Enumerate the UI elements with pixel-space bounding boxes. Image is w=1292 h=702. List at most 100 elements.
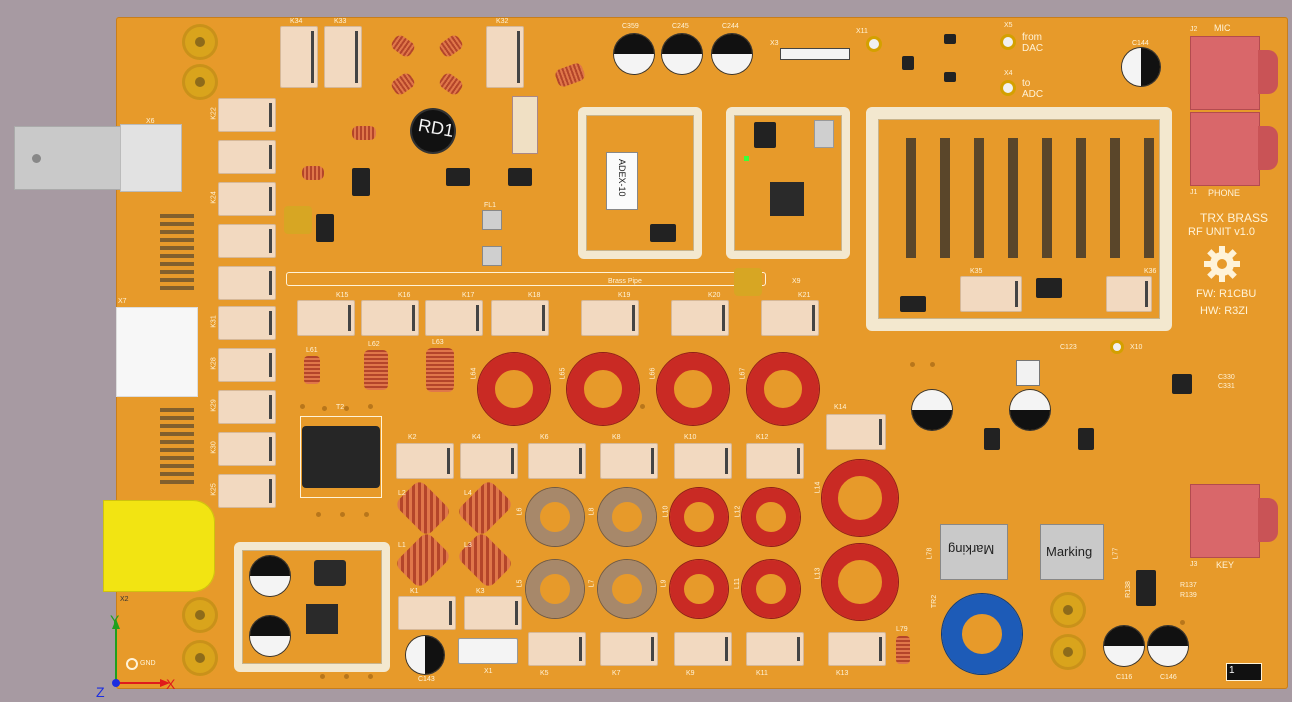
mounting-hole xyxy=(1050,592,1086,628)
ref-k17: K17 xyxy=(462,292,475,299)
relay-k4 xyxy=(460,443,518,479)
ref-k1: K1 xyxy=(410,588,419,595)
transformer-tr2 xyxy=(942,594,1022,674)
connector-x7 xyxy=(116,307,198,397)
capacitor-c244 xyxy=(712,34,752,74)
ref-k14: K14 xyxy=(834,404,847,411)
toroid-l66 xyxy=(657,353,729,425)
ref-k29: K29 xyxy=(210,399,218,412)
mounting-hole xyxy=(1050,634,1086,670)
page-number: 1 xyxy=(1229,665,1235,676)
relay-k20 xyxy=(671,300,729,336)
via xyxy=(322,406,327,411)
relay-k30 xyxy=(218,432,276,466)
via xyxy=(368,404,373,409)
ref-k12: K12 xyxy=(756,434,769,441)
ref-k15: K15 xyxy=(336,292,349,299)
via xyxy=(316,512,321,517)
ref-l1: L1 xyxy=(398,542,406,549)
bnc-connector xyxy=(14,126,122,190)
ref-l61: L61 xyxy=(306,347,318,354)
relay-k35 xyxy=(960,276,1022,312)
toroid-l67 xyxy=(747,353,819,425)
coax-pad-x5 xyxy=(1000,34,1016,50)
toroid-l65 xyxy=(567,353,639,425)
relay-k9 xyxy=(674,632,732,666)
shield-adex xyxy=(578,107,702,259)
via xyxy=(364,512,369,517)
ref-l67: L67 xyxy=(739,367,747,380)
relay-k28 xyxy=(218,348,276,382)
inductor-l63 xyxy=(426,348,454,392)
inductor-l62 xyxy=(364,350,388,390)
ref-l8: L8 xyxy=(588,507,596,516)
pad-square xyxy=(284,206,312,234)
ref-l4: L4 xyxy=(464,490,472,497)
ic-qfn xyxy=(770,182,804,216)
board-title: TRX BRASS xyxy=(1200,211,1269,225)
ref-l66: L66 xyxy=(649,367,657,380)
toroid-l11 xyxy=(742,560,800,618)
ic xyxy=(352,168,370,196)
crystal xyxy=(814,120,834,148)
ref-k16: K16 xyxy=(398,292,411,299)
ref-k18: K18 xyxy=(528,292,541,299)
adex-label: ADEX-10 xyxy=(617,159,627,197)
capacitor-c146 xyxy=(1148,626,1188,666)
ref-l14: L14 xyxy=(814,481,822,494)
jack-mic xyxy=(1190,36,1260,110)
ref-x3: X3 xyxy=(770,40,779,47)
relay-k16 xyxy=(361,300,419,336)
ref-r138: R138 xyxy=(1124,581,1132,598)
ref-l9: L9 xyxy=(660,579,668,588)
ref-l63: L63 xyxy=(432,339,444,346)
jack-phone-barrel xyxy=(1258,126,1278,170)
toroid-l10 xyxy=(670,488,728,546)
page-number-box xyxy=(1226,663,1262,681)
relay-k29 xyxy=(218,390,276,424)
marking-label-1: Marking xyxy=(948,542,995,557)
capacitor-c143 xyxy=(406,636,444,674)
toroid-l8 xyxy=(598,488,656,546)
smd-array xyxy=(160,404,194,484)
crystal-module xyxy=(1016,360,1040,386)
relay-k32 xyxy=(486,26,524,88)
mounting-hole xyxy=(182,24,218,60)
axis-z-label: Z xyxy=(96,684,105,700)
ref-l79: L79 xyxy=(896,626,908,633)
ref-k22: K22 xyxy=(210,107,218,120)
relay-k22 xyxy=(218,98,276,132)
gnd-pad xyxy=(126,658,138,670)
jack-key-barrel xyxy=(1258,498,1278,542)
ref-j2: J2 xyxy=(1190,26,1198,33)
mounting-hole xyxy=(182,640,218,676)
toroid-l5 xyxy=(526,560,584,618)
ref-c244: C244 xyxy=(722,23,739,30)
coax-pad-x4 xyxy=(1000,80,1016,96)
ref-k10: K10 xyxy=(684,434,697,441)
ref-x10: X10 xyxy=(1130,344,1143,351)
ref-k25: K25 xyxy=(210,483,218,496)
relay-k14 xyxy=(826,414,886,450)
via xyxy=(640,404,645,409)
filter-fl1 xyxy=(482,210,502,230)
ref-k33: K33 xyxy=(334,18,347,25)
ref-tr2: TR2 xyxy=(931,594,939,609)
marking-label-2: Marking xyxy=(1046,544,1093,559)
coax-pad-x11 xyxy=(866,36,882,52)
inductor-l61 xyxy=(304,356,320,384)
relay-k8 xyxy=(600,443,658,479)
ref-x5: X5 xyxy=(1004,22,1013,29)
ref-c331: C331 xyxy=(1218,383,1235,390)
ref-x11: X11 xyxy=(856,28,868,35)
pad-square xyxy=(734,268,762,296)
ref-k5: K5 xyxy=(540,670,549,677)
via xyxy=(340,512,345,517)
ref-fl1: FL1 xyxy=(484,202,497,209)
ref-c123: C123 xyxy=(1060,344,1077,351)
relay-k2 xyxy=(396,443,454,479)
connector-x1 xyxy=(458,638,518,664)
relay-k19 xyxy=(581,300,639,336)
relay-k3 xyxy=(464,596,522,630)
ic xyxy=(1078,428,1094,450)
